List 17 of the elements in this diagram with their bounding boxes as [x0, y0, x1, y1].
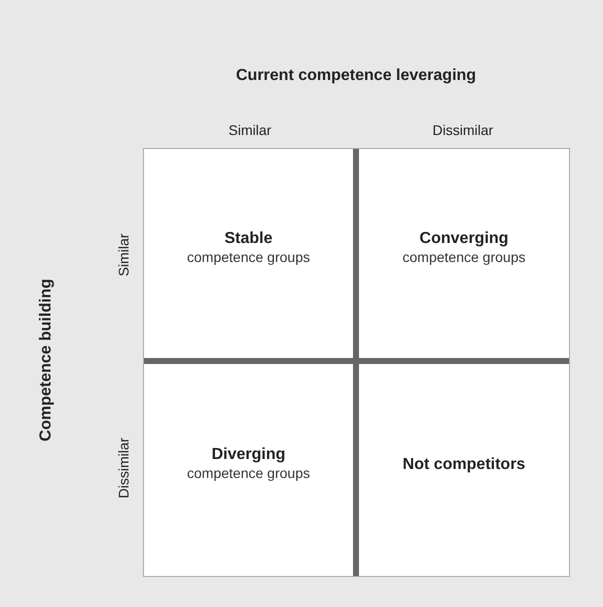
quadrant-cell: [359, 364, 569, 576]
quadrant-cell: [144, 149, 353, 358]
column-label: Similar: [228, 122, 272, 138]
quadrant-heading: Stable: [224, 228, 272, 248]
row-label: Dissimilar: [114, 438, 131, 498]
row-label: Similar: [114, 234, 131, 276]
quadrant-heading: Not competitors: [402, 454, 526, 474]
quadrant-cell: [144, 364, 353, 576]
axis-title: Competence building: [36, 278, 55, 442]
axis-title: Current competence leveraging: [236, 67, 476, 85]
quadrant-text: competence groups: [187, 464, 310, 483]
quadrant-heading: Diverging: [212, 445, 286, 464]
quadrant-text: competence groups: [402, 248, 526, 266]
quadrant-heading: Converging: [420, 228, 508, 248]
quadrant-text: competence groups: [187, 248, 310, 266]
quadrant-cell: [359, 149, 569, 358]
column-label: Dissimilar: [432, 122, 494, 138]
